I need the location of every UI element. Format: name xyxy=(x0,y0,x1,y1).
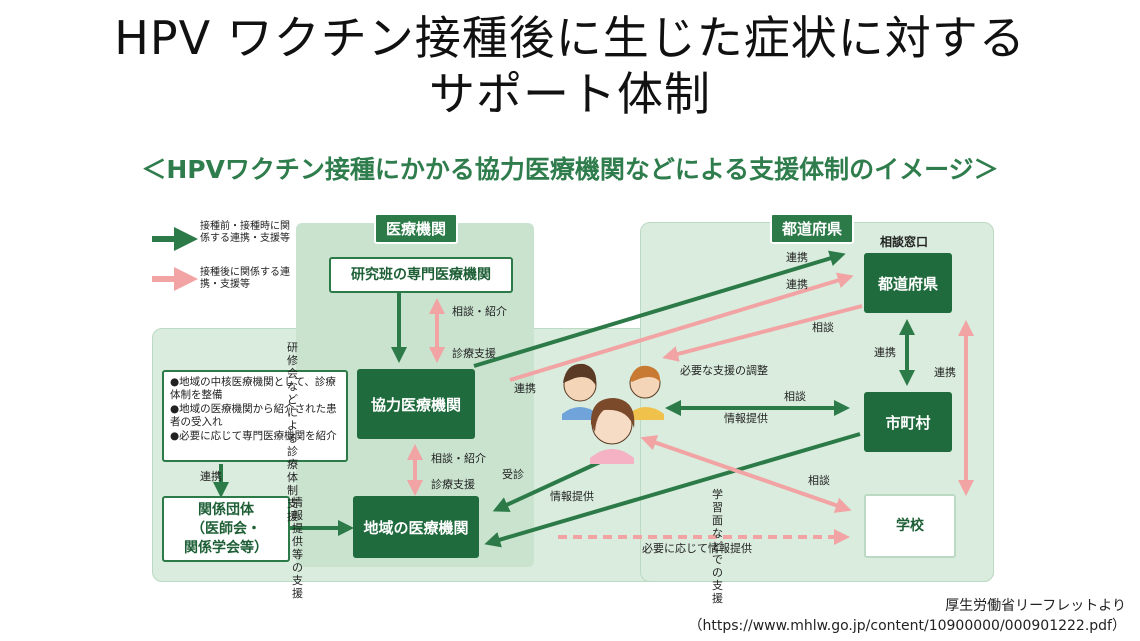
label-soudan-school: 相談 xyxy=(808,474,830,487)
cooperating-roles-notes: ●地域の中核医療機関として、診療体制を整備 ●地域の医療機関から紹介された患者の… xyxy=(162,370,348,462)
label-training-support: 研修会などによる 診療体制支援 xyxy=(287,341,298,523)
label-care-support-top: 診療支援 xyxy=(452,347,496,360)
label-renkei-pref-muni: 連携 xyxy=(874,346,896,359)
arrow-pref-to-person-pink xyxy=(662,304,863,362)
label-renkei-school: 連携 xyxy=(934,366,956,379)
arrow-coop-to-pref-pink xyxy=(509,272,854,382)
medical-section-tag: 医療機関 xyxy=(374,213,459,244)
label-renkei-left: 連携 xyxy=(514,382,536,395)
arrow-coop-to-pref xyxy=(473,250,846,368)
arrow-person-to-local xyxy=(492,460,601,512)
label-renkei-1: 連携 xyxy=(786,251,808,264)
label-needed-support: 必要な支援の調整 xyxy=(680,364,768,377)
label-info-if-needed: 必要に応じて情報提供 xyxy=(642,542,752,555)
source-line-1: 厚生労働省リーフレットより xyxy=(945,598,1126,614)
source-credit: 厚生労働省リーフレットより （https://www.mhlw.go.jp/co… xyxy=(689,596,1126,636)
note-item-2: ●地域の医療機関から紹介された患者の受入れ xyxy=(170,403,337,428)
source-line-2: （https://www.mhlw.go.jp/content/10900000… xyxy=(688,618,1126,634)
note-item-1: ●地域の中核医療機関として、診療体制を整備 xyxy=(170,376,336,401)
slide-title: HPV ワクチン接種後に生じた症状に対する サポート体制 xyxy=(0,10,1140,122)
label-renkei-2: 連携 xyxy=(786,278,808,291)
label-info-offer-muni: 情報提供 xyxy=(724,412,768,425)
label-visit: 受診 xyxy=(502,468,524,481)
diagram-heading: ＜HPVワクチン接種にかかる協力医療機関などによる支援体制のイメージ＞ xyxy=(141,155,999,184)
related-orgs-box: 関係団体 （医師会・ 関係学会等） xyxy=(162,496,290,562)
municipality-box: 市町村 xyxy=(864,392,952,452)
prefecture-box: 都道府県 xyxy=(864,253,952,313)
label-soudan-pref: 相談 xyxy=(812,321,834,334)
patient-family-illustration xyxy=(562,363,664,464)
legend-pink-label: 接種後に関係する連携・支援等 xyxy=(200,267,290,290)
title-line-2: サポート体制 xyxy=(429,67,711,121)
local-institution-box: 地域の医療機関 xyxy=(353,496,479,558)
label-info-offer-orgs: 情報提供等 の支援 xyxy=(292,496,303,600)
label-soudan-muni: 相談 xyxy=(784,390,806,403)
label-consult-intro-bottom: 相談・紹介 xyxy=(431,452,486,465)
note-item-3: ●必要に応じて専門医療機関を紹介 xyxy=(170,430,337,442)
label-care-support-bottom: 診療支援 xyxy=(431,478,475,491)
prefecture-section-tag: 都道府県 xyxy=(770,213,855,244)
research-institution-box: 研究班の専門医療機関 xyxy=(329,257,513,293)
label-consult-intro-top: 相談・紹介 xyxy=(452,305,507,318)
school-box: 学校 xyxy=(864,494,956,558)
arrow-person-school-pink xyxy=(640,435,852,513)
title-line-1: HPV ワクチン接種後に生じた症状に対する xyxy=(114,11,1026,65)
legend-green-label: 接種前・接種時に関係する連携・支援等 xyxy=(200,221,290,244)
label-info-offer-local: 情報提供 xyxy=(550,490,594,503)
cooperating-institution-box: 協力医療機関 xyxy=(357,369,475,439)
label-renkei-orgs: 連携 xyxy=(200,470,222,483)
consult-window-label: 相談窓口 xyxy=(880,235,929,249)
